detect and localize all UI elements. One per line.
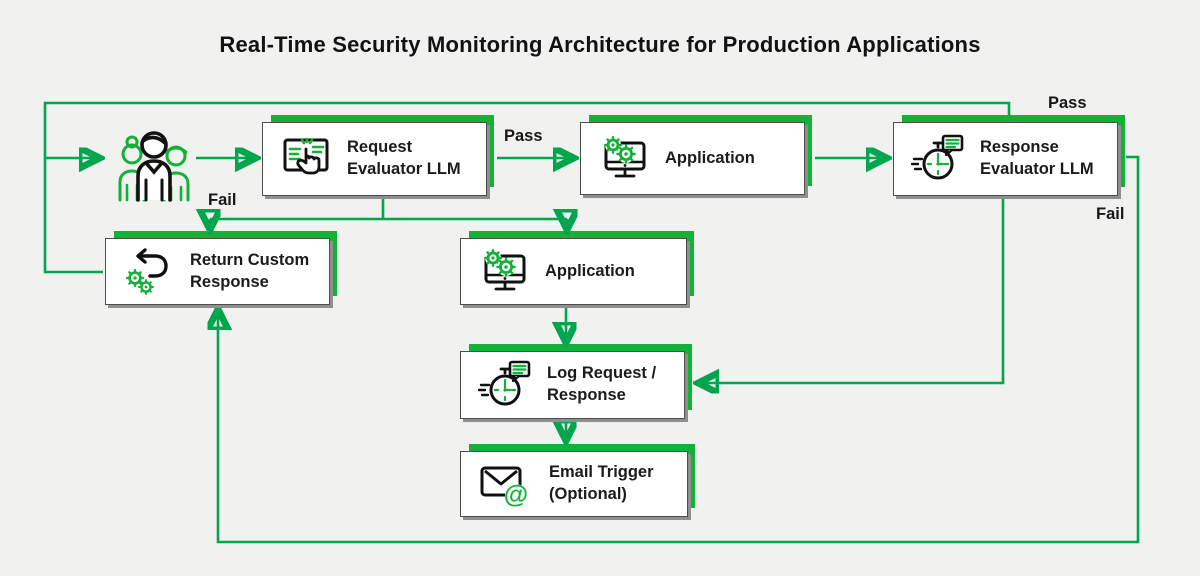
node-label: Request Evaluator LLM: [347, 138, 461, 178]
node-label: Application: [545, 261, 635, 280]
node-response-evaluator: Response Evaluator LLM: [893, 115, 1125, 196]
svg-text:@: @: [504, 481, 528, 508]
edge-pass-return-loop: [43, 101, 1011, 274]
pass-label-response: Pass: [1048, 94, 1087, 112]
app-monitor-gears-icon: [604, 135, 646, 177]
stopwatch-report-icon: [478, 360, 531, 406]
node-label: Application: [665, 148, 755, 167]
node-label: Return Custom Response: [190, 250, 310, 291]
node-label: Email Trigger (Optional): [549, 463, 654, 503]
node-label: Log Request / Response: [547, 364, 657, 404]
node-email-trigger: @ Email Trigger (Optional): [460, 444, 695, 517]
email-at-icon: @: [480, 466, 528, 508]
node-return-custom-response: Return Custom Response: [105, 231, 337, 305]
app-monitor-gears-icon: [484, 248, 526, 290]
node-application-top: Application: [580, 115, 812, 195]
node-request-evaluator: Request Evaluator LLM: [262, 115, 494, 196]
edge-response-fail-loop: [218, 155, 1140, 544]
node-label: Response Evaluator LLM: [980, 138, 1094, 178]
click-screen-icon: [283, 137, 329, 175]
node-application-mid: Application: [460, 231, 694, 305]
return-arrow-gears-icon: [125, 247, 168, 295]
diagram-title: Real-Time Security Monitoring Architectu…: [219, 32, 981, 57]
users-icon: [118, 131, 190, 202]
stopwatch-report-icon: [911, 134, 964, 180]
fail-label-request: Fail: [208, 191, 237, 209]
pass-label-request: Pass: [504, 127, 543, 145]
edge-response-to-log: [702, 197, 1005, 383]
edge-request-fail-stem: [210, 197, 567, 221]
fail-label-response: Fail: [1096, 205, 1125, 223]
node-log-request-response: Log Request / Response: [460, 344, 692, 419]
